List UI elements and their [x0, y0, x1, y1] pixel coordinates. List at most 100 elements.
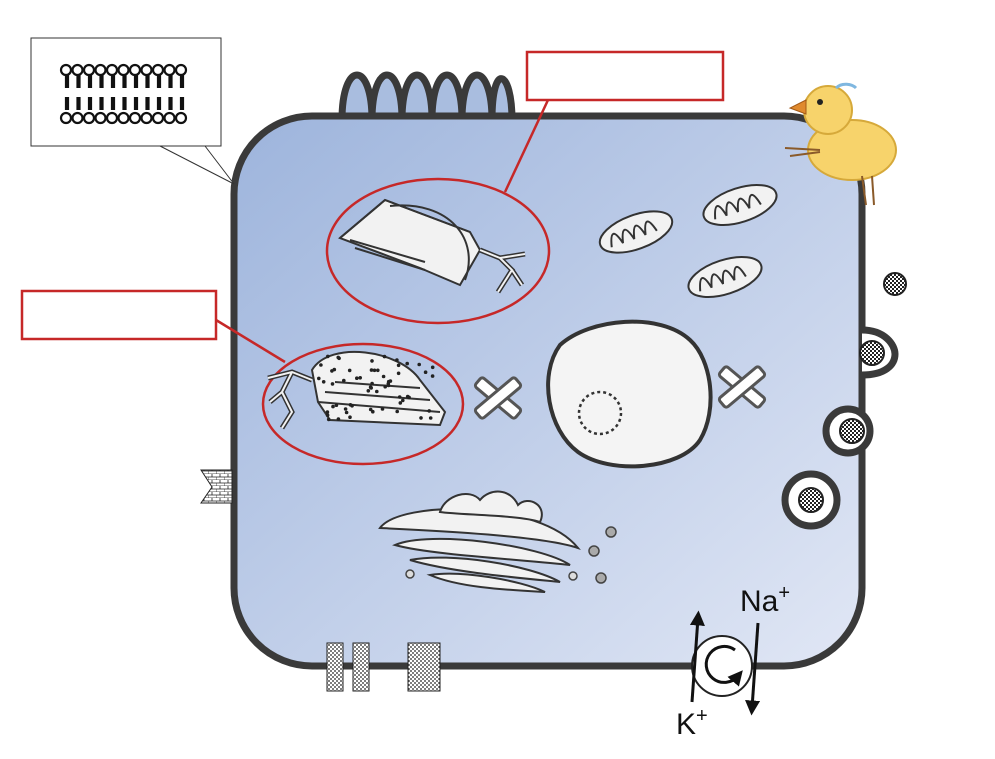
phospholipid-tail — [145, 97, 150, 110]
phospholipid-head — [174, 111, 188, 125]
label-box-smooth-er[interactable] — [525, 50, 725, 102]
ribosome-dot — [366, 389, 371, 393]
ribosome-dot — [380, 407, 385, 411]
phospholipid-head — [105, 63, 119, 77]
phospholipid-tail — [64, 75, 70, 88]
ribosome-dot — [397, 395, 402, 399]
duck-icon — [784, 82, 897, 206]
phospholipid-tail — [99, 97, 104, 110]
k-ion-arrow — [689, 610, 705, 703]
ribosome-dot — [375, 389, 379, 394]
ribosome-dot — [321, 380, 326, 384]
ribosome-dot — [368, 385, 373, 390]
phospholipid-head — [151, 63, 165, 77]
phospholipid-tail — [99, 75, 104, 88]
rough-er-highlight — [261, 342, 465, 466]
phospholipid-tail — [76, 75, 81, 88]
ribosome-dot — [405, 394, 410, 399]
phospholipid-tail — [156, 75, 162, 88]
phospholipid-head — [105, 111, 119, 125]
ribosome-dot — [388, 379, 393, 383]
na-ion-arrow — [745, 622, 761, 716]
ribosome-dot — [382, 354, 387, 359]
ribosome-dot — [417, 362, 422, 367]
ribosome-dot — [381, 374, 386, 379]
ribosome-dot — [396, 371, 401, 376]
phospholipid-tail — [76, 97, 81, 110]
phospholipid-tail — [133, 75, 139, 88]
ribosome-dot — [428, 416, 433, 420]
pump-icon — [689, 610, 761, 716]
desmosome-icon — [200, 469, 233, 504]
vesicle-icon — [405, 526, 617, 584]
ribosome-dot — [319, 363, 323, 367]
phospholipid-head — [71, 111, 84, 125]
phospholipid-head — [71, 63, 84, 77]
pointer-line-rough-er — [215, 318, 286, 364]
ribosome-dot — [383, 384, 388, 389]
label-box-rough-er[interactable] — [20, 289, 218, 341]
ribosome-dot — [430, 374, 435, 378]
ribosome-dot — [386, 383, 391, 388]
ribosome-dot — [325, 413, 330, 418]
ribosome-dot — [343, 407, 348, 411]
phospholipid-head — [128, 63, 142, 77]
ribosome-dot — [317, 376, 321, 381]
nucleolus-icon — [577, 390, 623, 436]
phospholipid-tail — [87, 75, 93, 88]
ribosome-dot — [326, 417, 331, 422]
phospholipid-head — [94, 111, 107, 125]
na-ion-label: Na+ — [740, 582, 790, 618]
phospholipid-head — [82, 111, 96, 125]
phospholipid-head — [163, 111, 176, 125]
ribosome-dot — [423, 370, 428, 375]
ribosome-dot — [370, 381, 374, 386]
phospholipid-head — [117, 63, 130, 77]
secretory-vesicle-icon — [781, 272, 907, 530]
ribosome-dot — [427, 409, 432, 413]
phospholipid-head — [163, 63, 176, 77]
ribosome-dot — [334, 403, 339, 408]
phospholipid-tail — [156, 97, 162, 110]
ribosome-dot — [331, 404, 335, 409]
pointer-line-smooth-er — [503, 99, 550, 193]
phospholipid-head — [59, 63, 73, 77]
phospholipid-tail — [110, 75, 116, 88]
ribosome-dot — [405, 361, 410, 366]
ribosome-dot — [355, 376, 359, 381]
ribosome-dot — [376, 368, 380, 373]
phospholipid-head — [117, 111, 130, 125]
ribosome-dot — [371, 409, 375, 414]
phospholipid-tail — [122, 97, 127, 110]
ribosome-dot — [336, 355, 341, 360]
phospholipid-head — [59, 111, 73, 125]
ribosome-dot — [398, 401, 403, 405]
ribosome-dot — [396, 363, 401, 368]
rough-er-icon — [267, 350, 447, 430]
membrane-callout — [30, 37, 235, 185]
phospholipid-tail — [64, 97, 70, 110]
centriole-icon — [473, 365, 767, 420]
channel-protein-icon — [326, 642, 441, 692]
ribosome-dot — [348, 403, 353, 407]
mitochondrion-icon — [598, 184, 778, 298]
ribosome-dot — [372, 368, 377, 373]
phospholipid-head — [94, 63, 107, 77]
phospholipid-head — [151, 111, 165, 125]
phospholipid-head — [140, 111, 153, 125]
phospholipid-bilayer-icon — [59, 63, 188, 125]
phospholipid-tail — [168, 75, 173, 88]
ribosome-dot — [370, 359, 374, 363]
smooth-er-icon — [338, 198, 526, 294]
ribosome-dot — [419, 416, 423, 420]
golgi-icon — [378, 490, 581, 593]
ribosome-dot — [348, 415, 352, 420]
phospholipid-head — [140, 63, 153, 77]
nucleus-icon — [546, 319, 713, 469]
ribosome-dot — [342, 378, 346, 383]
phospholipid-head — [174, 63, 188, 77]
ribosome-dot — [330, 382, 335, 386]
phospholipid-tail — [87, 97, 93, 110]
phospholipid-tail — [179, 75, 185, 88]
